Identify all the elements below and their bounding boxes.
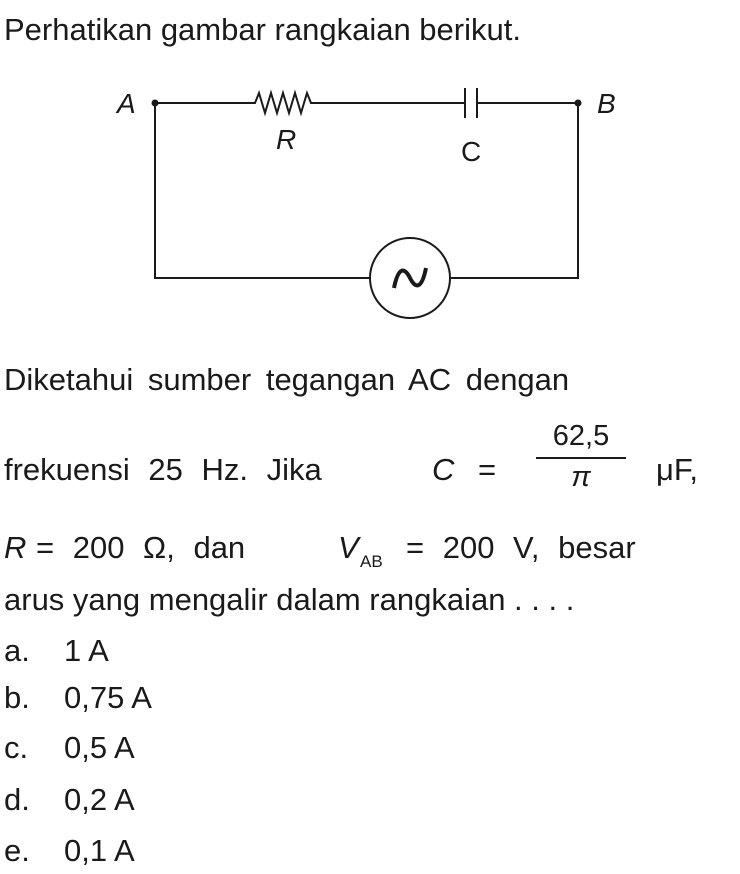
option-text: 0,1 A xyxy=(64,833,135,868)
option-letter: d. xyxy=(4,782,30,817)
question-title: Perhatikan gambar rangkaian berikut. xyxy=(4,12,521,47)
label-b: B xyxy=(597,88,616,119)
option-text: 0,5 A xyxy=(64,730,135,765)
wire xyxy=(154,102,579,279)
circuit-diagram xyxy=(151,88,582,319)
node-b xyxy=(574,99,582,107)
option-text: 0,75 A xyxy=(64,680,152,715)
resistor-wire xyxy=(153,89,465,117)
option-letter: e. xyxy=(4,833,30,868)
r-symbol: R xyxy=(4,530,27,565)
option-letter: b. xyxy=(4,680,30,715)
body-line-1: Diketahui sumber tegangan AC dengan xyxy=(4,362,570,397)
body-line-4: arus yang mengalir dalam rangkaian . . .… xyxy=(4,582,575,617)
option-text: 0,2 A xyxy=(64,782,135,817)
ac-source-icon xyxy=(369,237,451,319)
label-c: C xyxy=(461,136,482,167)
option-letter: a. xyxy=(4,633,30,668)
option-c[interactable]: c. 0,5 A xyxy=(4,730,135,766)
body-line-3a: = 200 Ω, dan xyxy=(36,530,246,565)
unit: μF, xyxy=(656,452,698,487)
numerator: 62,5 xyxy=(536,420,626,459)
v-subscript: AB xyxy=(360,552,383,571)
v-symbol: V xyxy=(338,530,359,565)
node-a xyxy=(151,99,159,107)
option-d[interactable]: d. 0,2 A xyxy=(4,782,135,818)
option-b[interactable]: b. 0,75 A xyxy=(4,680,152,716)
denominator: π xyxy=(571,461,591,493)
option-text: 1 A xyxy=(64,633,109,668)
body-line-2: frekuensi 25 Hz. Jika xyxy=(4,452,322,487)
body-line-3b: = 200 V, besar xyxy=(406,530,636,565)
fraction: 62,5 π xyxy=(536,420,626,494)
option-a[interactable]: a. 1 A xyxy=(4,633,109,669)
c-symbol: C xyxy=(432,452,455,487)
option-letter: c. xyxy=(4,730,29,765)
equals: = xyxy=(478,452,497,487)
label-a: A xyxy=(117,88,136,119)
label-r: R xyxy=(276,124,297,155)
option-e[interactable]: e. 0,1 A xyxy=(4,833,135,869)
